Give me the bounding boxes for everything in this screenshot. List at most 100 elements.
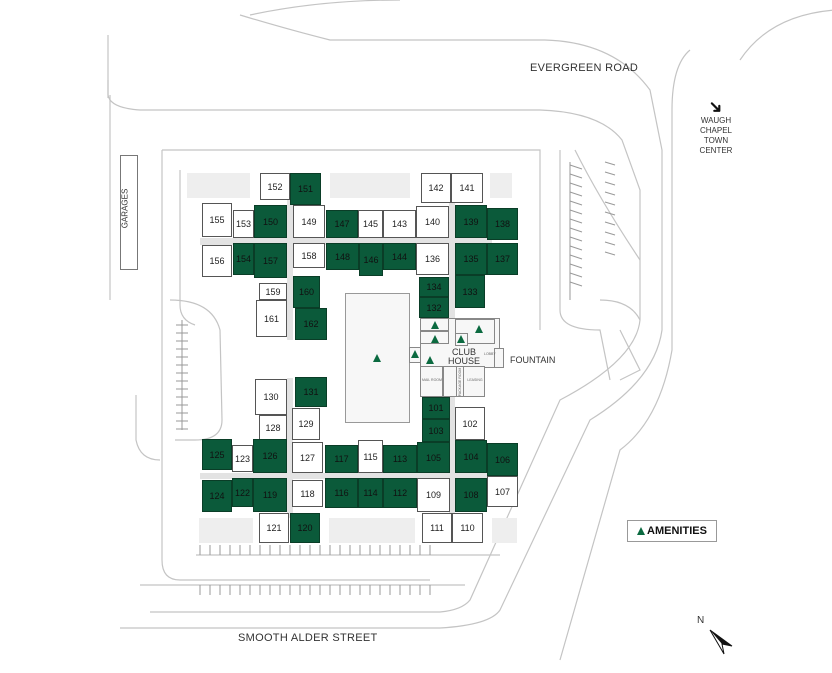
unit-118[interactable]: 118 [292,480,323,507]
unit-140[interactable]: 140 [416,206,449,238]
compass-arrow-icon [709,629,733,655]
unit-106[interactable]: 106 [487,443,518,476]
unit-104[interactable]: 104 [455,440,487,473]
unit-151[interactable]: 151 [290,173,321,205]
unit-131[interactable]: 131 [295,377,327,407]
unit-129[interactable]: 129 [292,408,320,440]
unit-134[interactable]: 134 [419,277,449,297]
amenity-icon [426,356,434,364]
unit-120[interactable]: 120 [290,513,320,543]
corridor [287,378,293,518]
unit-144[interactable]: 144 [383,243,416,270]
unit-119[interactable]: 119 [253,478,287,512]
unit-108[interactable]: 108 [455,478,487,512]
parking-stall [604,161,616,166]
unit-122[interactable]: 122 [232,478,253,507]
unit-116[interactable]: 116 [325,478,358,508]
parking-stall [569,200,583,206]
unit-142[interactable]: 142 [421,173,451,203]
unit-112[interactable]: 112 [383,478,417,508]
unit-135[interactable]: 135 [455,243,487,275]
unit-114[interactable]: 114 [358,478,383,508]
pool-courtyard[interactable] [345,293,410,423]
unit-136[interactable]: 136 [416,243,449,275]
amenity-icon [637,527,646,535]
unit-123[interactable]: 123 [232,445,253,472]
parking-stall [569,254,583,260]
parking-stall [604,251,616,256]
unit-121[interactable]: 121 [259,513,289,543]
garages[interactable]: GARAGES [120,155,138,270]
unit-143[interactable]: 143 [383,210,416,238]
unit-126[interactable]: 126 [253,439,287,473]
parking-stall [604,231,616,236]
unit-148[interactable]: 148 [326,243,359,270]
unit-157[interactable]: 157 [254,243,287,278]
unit-160[interactable]: 160 [293,276,320,308]
unit-133[interactable]: 133 [455,275,485,308]
unit-162[interactable]: 162 [295,308,327,340]
unit-103[interactable]: 103 [422,419,450,442]
corridor [287,175,293,340]
unit-158[interactable]: 158 [293,243,325,268]
parking-area [330,173,410,198]
corridor [449,397,455,515]
unit-155[interactable]: 155 [202,203,232,237]
parking-stall [569,281,583,287]
unit-109[interactable]: 109 [417,478,450,512]
unit-139[interactable]: 139 [455,205,487,238]
unit-110[interactable]: 110 [452,513,483,543]
unit-137[interactable]: 137 [487,243,518,275]
parking-stall [569,209,583,215]
unit-117[interactable]: 117 [325,445,358,473]
package-room[interactable]: PACKAGE ROOM [456,366,464,397]
unit-111[interactable]: 111 [422,513,452,543]
amenity-icon [475,325,483,333]
corridor [449,175,455,320]
parking-stall [604,221,616,226]
unit-145[interactable]: 145 [358,210,383,238]
amenity-icon [411,350,419,358]
parking-stall [604,191,616,196]
parking-stall [569,272,583,278]
unit-125[interactable]: 125 [202,439,232,470]
unit-152[interactable]: 152 [260,173,290,200]
lobby-label: LOBBY [484,352,496,356]
unit-132[interactable]: 132 [419,297,449,318]
parking-area [492,518,517,543]
unit-107[interactable]: 107 [487,476,518,507]
amenities-legend: AMENITIES [627,520,717,542]
unit-115[interactable]: 115 [358,440,383,473]
unit-101[interactable]: 101 [422,397,450,419]
parking-stall [569,191,583,197]
unit-147[interactable]: 147 [326,210,358,238]
unit-150[interactable]: 150 [254,205,287,238]
unit-124[interactable]: 124 [202,480,232,512]
unit-149[interactable]: 149 [293,205,325,238]
parking-area [329,518,415,543]
parking-stall [604,241,616,246]
parking-stall [569,245,583,251]
unit-141[interactable]: 141 [451,173,483,203]
unit-127[interactable]: 127 [292,442,323,473]
parking-stall [569,227,583,233]
amenity-icon [431,321,439,329]
unit-161[interactable]: 161 [256,300,287,337]
parking-stall [604,211,616,216]
unit-105[interactable]: 105 [417,442,450,473]
unit-154[interactable]: 154 [233,243,254,275]
parking-area [199,518,253,543]
unit-113[interactable]: 113 [383,445,417,473]
unit-159[interactable]: 159 [259,283,287,300]
parking-stall [569,173,583,179]
unit-138[interactable]: 138 [487,208,518,240]
legend-label: AMENITIES [647,525,707,537]
unit-146[interactable]: 146 [359,243,383,276]
unit-130[interactable]: 130 [255,379,287,415]
unit-153[interactable]: 153 [233,210,254,238]
unit-102[interactable]: 102 [455,407,485,440]
unit-156[interactable]: 156 [202,245,232,277]
unit-128[interactable]: 128 [259,415,287,440]
